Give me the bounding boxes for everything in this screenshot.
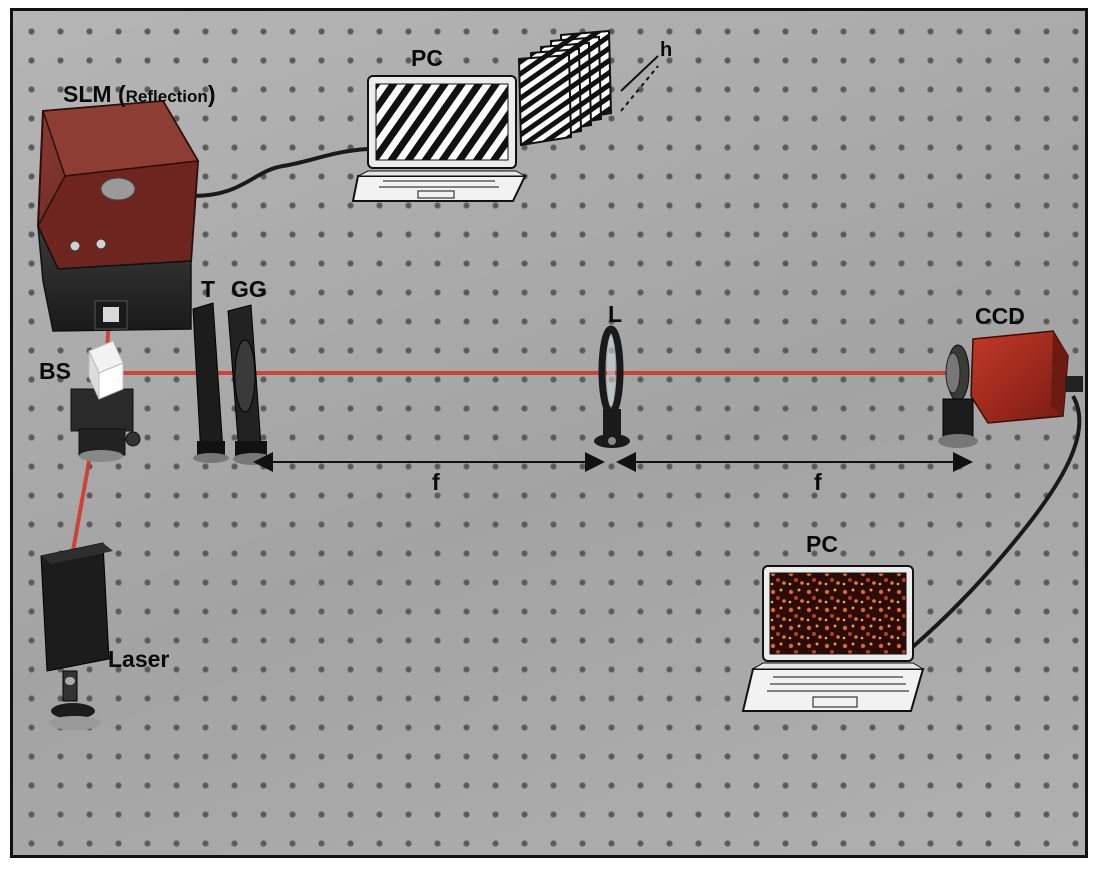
label-pc-bottom: PC — [806, 531, 838, 557]
label-slm-name: SLM — [63, 81, 112, 107]
ccd-cable — [906, 395, 1082, 653]
turbid-medium-mount — [192, 302, 229, 463]
label-slm-paren-open: ( — [117, 81, 126, 107]
label-h: h — [660, 39, 673, 61]
label-slm: SLM (Reflection) — [63, 81, 215, 108]
label-bs: BS — [39, 358, 71, 384]
label-l: L — [608, 301, 623, 327]
laptop-icon — [741, 565, 925, 712]
label-f-right: f — [814, 469, 822, 495]
lens-icon — [594, 325, 630, 448]
label-f-left: f — [432, 469, 440, 495]
label-gg: GG — [231, 276, 267, 302]
label-laser: Laser — [108, 646, 170, 672]
label-slm-mode: Reflection — [125, 87, 208, 106]
label-t: T — [201, 276, 216, 302]
ground-glass-mount — [227, 304, 273, 465]
ccd-camera-icon — [938, 330, 1083, 448]
slm-device-icon — [36, 99, 200, 332]
setup-diagram — [36, 29, 1083, 730]
label-ccd: CCD — [975, 303, 1025, 329]
laptop-icon — [351, 75, 527, 202]
label-pc-top: PC — [411, 45, 443, 71]
optical-table: SLM (Reflection) PC h T GG BS L CCD f f … — [10, 8, 1088, 858]
slm-cable — [192, 147, 369, 198]
label-slm-paren-close: ) — [207, 81, 216, 107]
beam-splitter-icon — [70, 340, 141, 462]
hologram-stack-icon — [517, 29, 659, 147]
laser-icon — [40, 542, 113, 730]
